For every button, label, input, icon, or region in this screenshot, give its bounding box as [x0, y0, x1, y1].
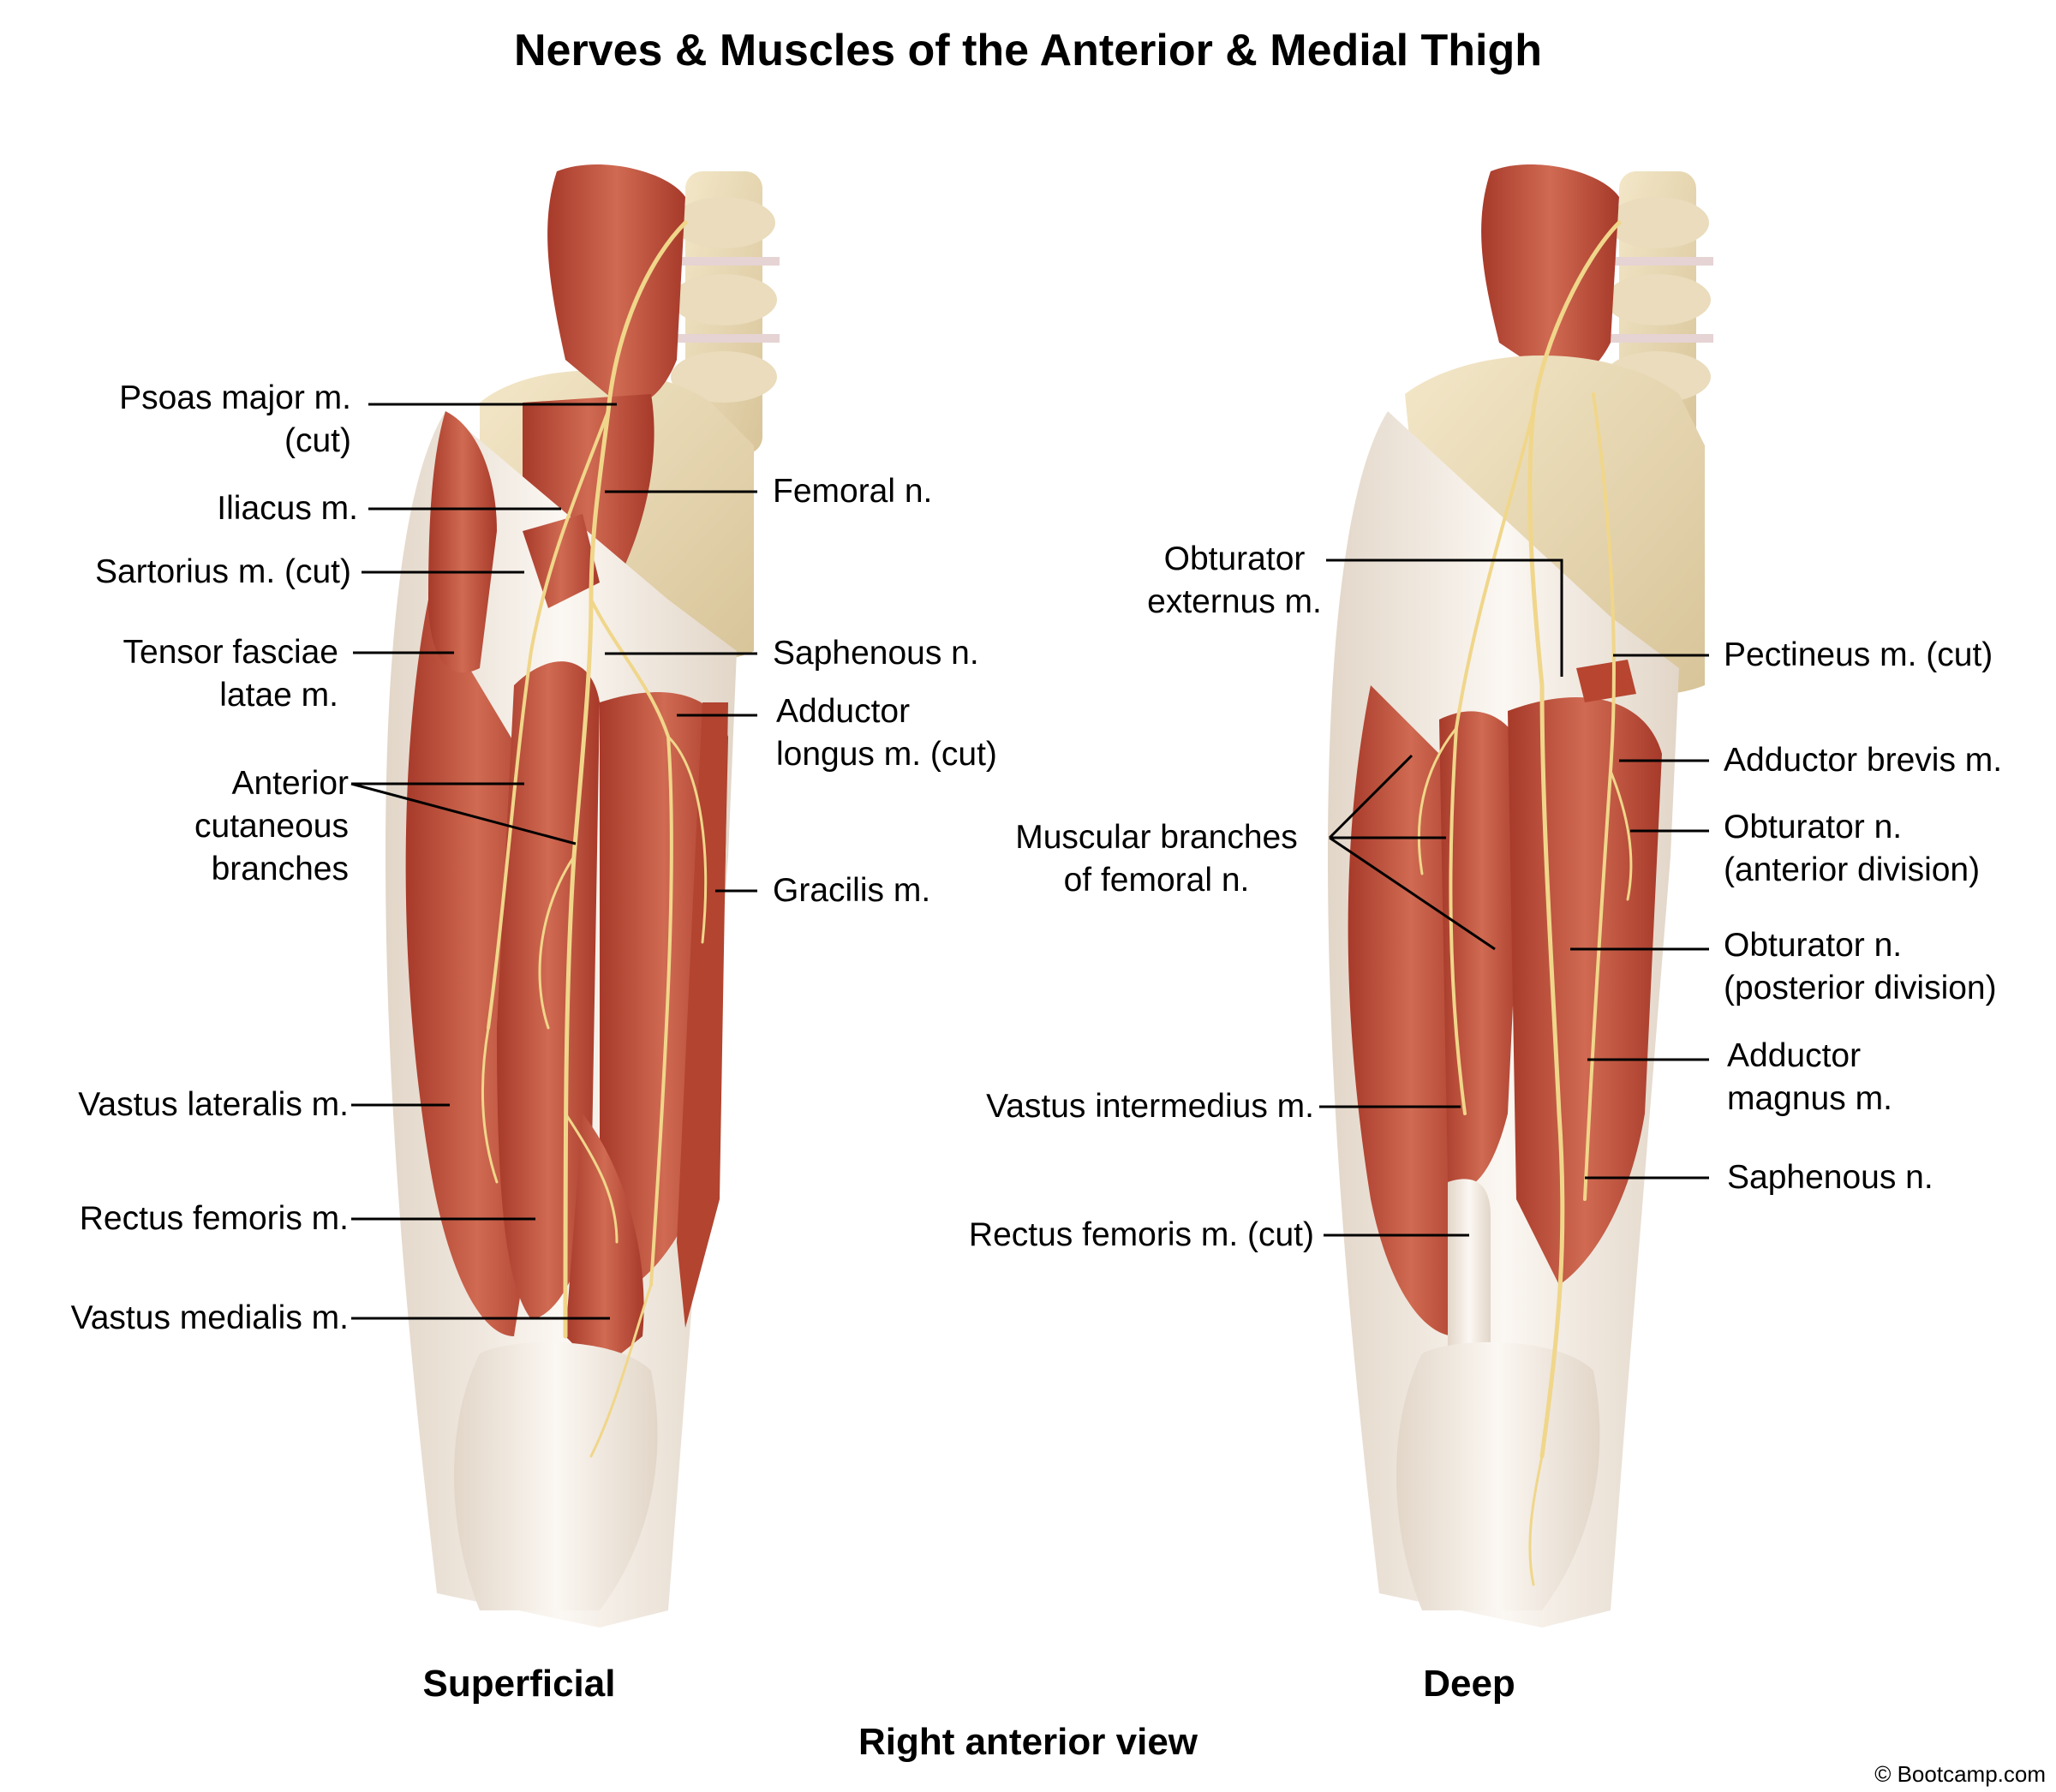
- panel-label-deep: Deep: [1423, 1663, 1515, 1705]
- panel-label-superficial: Superficial: [422, 1663, 616, 1705]
- label-vastus-lateralis: Vastus lateralis m.: [78, 1086, 349, 1123]
- superficial-gracilis-shape: [677, 702, 728, 1328]
- label-adductor-longus: Adductor longus m. (cut): [776, 693, 997, 773]
- deep-pectineus-shape: [1576, 660, 1636, 702]
- label-obturator-externus: Obturator externus m.: [1147, 541, 1322, 620]
- label-adductor-magnus: Adductor magnus m.: [1727, 1037, 1892, 1117]
- label-tensor-fasciae-latae: Tensor fasciae latae m.: [123, 634, 338, 714]
- label-sartorius: Sartorius m. (cut): [94, 553, 351, 590]
- superficial-knee: [454, 1341, 658, 1610]
- deep-nerves: [1417, 220, 1633, 1586]
- superficial-figure: [386, 164, 780, 1628]
- label-pectineus: Pectineus m. (cut): [1724, 636, 1993, 673]
- deep-figure: [1328, 164, 1713, 1628]
- superficial-spine: [668, 171, 780, 454]
- label-femoral-n: Femoral n.: [773, 473, 933, 510]
- superficial-rectus-shape: [497, 661, 600, 1319]
- label-saphenous-n-superficial: Saphenous n.: [773, 635, 979, 672]
- superficial-vastus-medialis-shape: [565, 1114, 644, 1371]
- copyright-notice: © Bootcamp.com: [1874, 1761, 2046, 1787]
- superficial-nerves: [481, 220, 708, 1458]
- label-vastus-medialis: Vastus medialis m.: [70, 1299, 349, 1336]
- label-muscular-branches: Muscular branches of femoral n.: [1015, 819, 1298, 899]
- label-gracilis: Gracilis m.: [773, 872, 931, 909]
- label-saphenous-n-deep: Saphenous n.: [1727, 1159, 1933, 1196]
- diagram-title: Nerves & Muscles of the Anterior & Media…: [513, 26, 1543, 75]
- label-obturator-posterior: Obturator n. (posterior division): [1724, 927, 1997, 1007]
- label-anterior-cutaneous: Anterior cutaneous branches: [194, 765, 349, 887]
- label-obturator-anterior: Obturator n. (anterior division): [1724, 809, 1981, 888]
- label-adductor-brevis: Adductor brevis m.: [1724, 742, 2003, 779]
- deep-psoas: [1481, 164, 1619, 380]
- leader-lines: [350, 403, 1709, 1320]
- label-vastus-intermedius: Vastus intermedius m.: [986, 1088, 1314, 1125]
- superficial-tfl-shape: [428, 411, 497, 673]
- superficial-sartorius-shape: [523, 514, 600, 608]
- deep-rectus-cut-shape: [1448, 1179, 1491, 1371]
- deep-pelvis: [1405, 355, 1705, 695]
- label-psoas-major: Psoas major m. (cut): [119, 379, 351, 459]
- label-rectus-femoris: Rectus femoris m.: [79, 1200, 349, 1237]
- view-label: Right anterior view: [858, 1721, 1198, 1763]
- superficial-psoas: [547, 164, 685, 406]
- label-rectus-femoris-cut: Rectus femoris m. (cut): [968, 1216, 1314, 1253]
- label-iliacus: Iliacus m.: [217, 490, 358, 527]
